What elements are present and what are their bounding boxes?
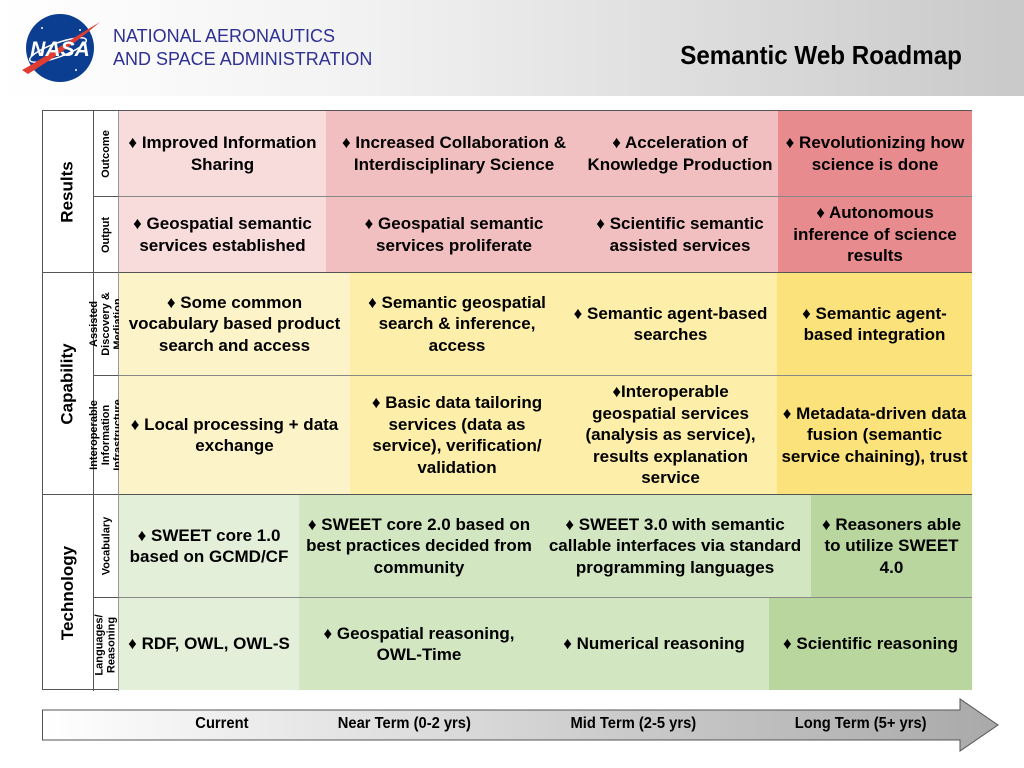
band-technology: Technology xyxy=(43,495,94,691)
cell-reasoning-long: ♦ Scientific reasoning xyxy=(769,598,972,690)
cell-discovery-near: ♦ Semantic geospatial search & inference… xyxy=(350,273,564,376)
cell-text: ♦ Numerical reasoning xyxy=(563,634,745,654)
cell-infrastructure-mid: ♦Interoperable geospatial services (anal… xyxy=(564,376,777,495)
logo-wordmark: NASA xyxy=(30,38,90,61)
agency-line-1: NATIONAL AERONAUTICS xyxy=(113,26,336,46)
row-label-text: Outcome xyxy=(100,129,112,178)
row-label-text: Vocabulary xyxy=(100,516,112,576)
roadmap-grid: Results Capability Technology Outcome Ou… xyxy=(42,110,972,691)
cell-reasoning-near: ♦ Geospatial reasoning, OWL-Time xyxy=(299,598,539,690)
band-label-results: Results xyxy=(58,160,78,223)
nasa-logo-icon: NASA xyxy=(22,14,100,82)
cell-text: ♦ Reasoners able to utilize SWEET 4.0 xyxy=(821,514,962,577)
cell-text: ♦ Geospatial semantic services prolifera… xyxy=(364,214,544,255)
cell-text: ♦ Local processing + data exchange xyxy=(130,414,339,456)
cell-outcome-mid: ♦ Acceleration of Knowledge Production xyxy=(582,111,778,197)
cell-text: ♦ RDF, OWL, OWL-S xyxy=(128,634,290,654)
header-bar: NASA NATIONAL AERONAUTICS AND SPACE ADMI… xyxy=(0,0,1024,96)
cell-text: ♦ Semantic agent-based searches xyxy=(573,303,768,345)
cell-outcome-current: ♦ Improved Information Sharing xyxy=(119,111,326,197)
cell-output-current: ♦ Geospatial semantic services establish… xyxy=(119,197,326,273)
cell-vocabulary-long: ♦ Reasoners able to utilize SWEET 4.0 xyxy=(811,495,972,598)
cell-text: ♦ Increased Collaboration & Interdiscipl… xyxy=(341,133,567,174)
cell-discovery-long: ♦ Semantic agent-based integration xyxy=(777,273,972,376)
cell-text: ♦ Revolutionizing how science is done xyxy=(785,133,965,174)
cell-reasoning-mid: ♦ Numerical reasoning xyxy=(539,598,769,690)
band-results: Results xyxy=(43,111,94,273)
cell-text: ♦ Metadata-driven data fusion (semantic … xyxy=(781,403,968,466)
timeline-arrow xyxy=(42,698,999,752)
cell-output-long: ♦ Autonomous inference of science result… xyxy=(778,197,972,273)
cell-infrastructure-current: ♦ Local processing + data exchange xyxy=(119,376,350,495)
cell-outcome-long: ♦ Revolutionizing how science is done xyxy=(778,111,972,197)
row-label-text: Languages/Reasoning xyxy=(94,613,118,676)
cell-output-mid: ♦ Scientific semantic assisted services xyxy=(582,197,778,273)
band-capability: Capability xyxy=(43,273,94,495)
agency-line-2: AND SPACE ADMINISTRATION xyxy=(113,49,373,69)
cell-text: ♦ SWEET core 2.0 based on best practices… xyxy=(306,514,532,577)
cell-text: ♦ Geospatial reasoning, OWL-Time xyxy=(323,623,515,665)
cell-discovery-mid: ♦ Semantic agent-based searches xyxy=(564,273,777,376)
cell-text: ♦ SWEET core 1.0 based on GCMD/CF xyxy=(129,525,289,567)
agency-name: NATIONAL AERONAUTICS AND SPACE ADMINISTR… xyxy=(113,25,372,71)
cell-outcome-near: ♦ Increased Collaboration & Interdiscipl… xyxy=(326,111,582,197)
cell-infrastructure-near: ♦ Basic data tailoring services (data as… xyxy=(350,376,564,495)
cell-text: ♦ Scientific semantic assisted services xyxy=(596,214,764,255)
cell-text: ♦ Autonomous inference of science result… xyxy=(793,203,957,266)
row-label-languages-reasoning: Languages/Reasoning xyxy=(94,598,119,691)
cell-text: ♦ Semantic agent-based integration xyxy=(802,303,947,345)
row-label-vocabulary: Vocabulary xyxy=(94,495,119,598)
cell-text: ♦ Basic data tailoring services (data as… xyxy=(371,393,543,477)
cell-reasoning-current: ♦ RDF, OWL, OWL-S xyxy=(119,598,299,690)
cell-vocabulary-current: ♦ SWEET core 1.0 based on GCMD/CF xyxy=(119,495,299,598)
cell-text: ♦Interoperable geospatial services (anal… xyxy=(585,382,756,488)
band-label-capability: Capability xyxy=(58,342,77,425)
timeline-label-long-term: Long Term (5+ yrs) xyxy=(794,715,927,732)
cell-text: ♦ Geospatial semantic services establish… xyxy=(133,214,312,255)
cell-text: ♦ Semantic geospatial search & inference… xyxy=(368,292,546,355)
row-label-output: Output xyxy=(94,197,119,273)
cell-vocabulary-near: ♦ SWEET core 2.0 based on best practices… xyxy=(299,495,539,598)
cell-text: ♦ SWEET 3.0 with semantic callable inter… xyxy=(548,514,802,577)
cell-text: ♦ Scientific reasoning xyxy=(783,634,958,654)
band-label-technology: Technology xyxy=(58,545,78,641)
cell-output-near: ♦ Geospatial semantic services prolifera… xyxy=(326,197,582,273)
timeline-label-current: Current xyxy=(195,715,249,732)
row-label-text: Output xyxy=(100,216,113,253)
cell-vocabulary-mid: ♦ SWEET 3.0 with semantic callable inter… xyxy=(539,495,811,598)
timeline-label-near-term: Near Term (0-2 yrs) xyxy=(337,715,471,732)
page-title: Semantic Web Roadmap xyxy=(680,40,962,70)
cell-discovery-current: ♦ Some common vocabulary based product s… xyxy=(119,273,350,376)
cell-text: ♦ Some common vocabulary based product s… xyxy=(128,292,341,355)
cell-infrastructure-long: ♦ Metadata-driven data fusion (semantic … xyxy=(777,376,972,495)
cell-text: ♦ Acceleration of Knowledge Production xyxy=(587,133,773,174)
timeline-label-mid-term: Mid Term (2-5 yrs) xyxy=(570,715,697,732)
row-label-outcome: Outcome xyxy=(94,111,119,197)
cell-text: ♦ Improved Information Sharing xyxy=(128,133,317,174)
